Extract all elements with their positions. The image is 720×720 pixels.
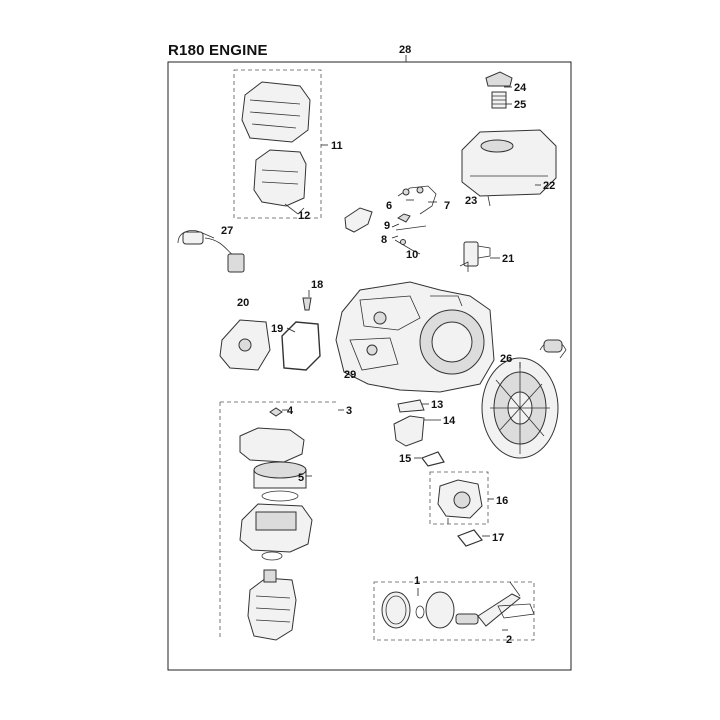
callout-5: 5 — [298, 472, 304, 484]
callout-28: 28 — [399, 44, 411, 56]
fuel-valve-part — [459, 241, 491, 272]
fuel-tank-part — [461, 71, 557, 207]
callout-18: 18 — [311, 279, 323, 291]
callout-22: 22 — [543, 180, 555, 192]
callout-19: 19 — [271, 323, 283, 335]
diagram-title: R180 ENGINE — [168, 42, 268, 59]
callout-4: 4 — [287, 405, 294, 417]
callout-1: 1 — [414, 575, 420, 587]
engine-block-part — [335, 281, 495, 393]
callout-26: 26 — [500, 353, 512, 365]
callout-15: 15 — [399, 453, 411, 465]
callout-7: 7 — [444, 200, 450, 212]
callout-14: 14 — [443, 415, 456, 427]
callout-6: 6 — [386, 200, 392, 212]
callout-25: 25 — [514, 99, 526, 111]
intake-insulator-part — [393, 399, 445, 467]
governor-linkage-part — [344, 185, 437, 255]
air-cleaner-part — [219, 401, 338, 641]
shroud-group-bracket — [233, 69, 322, 219]
callout-10: 10 — [406, 249, 418, 261]
recoil-starter-part — [481, 339, 567, 459]
callout-12: 12 — [298, 210, 310, 222]
callout-21: 21 — [502, 253, 514, 265]
callout-9: 9 — [384, 220, 390, 232]
callout-8: 8 — [381, 234, 387, 246]
callout-27: 27 — [221, 225, 233, 237]
callout-24: 24 — [514, 82, 527, 94]
diagram-frame — [167, 61, 572, 671]
valve-cover-part — [219, 297, 321, 371]
callout-17: 17 — [492, 532, 504, 544]
callout-11: 11 — [331, 140, 343, 152]
callout-13: 13 — [431, 399, 443, 411]
ignition-coil-part — [177, 230, 245, 273]
callout-20: 20 — [237, 297, 249, 309]
carburetor-part — [429, 471, 489, 547]
callout-2: 2 — [506, 634, 512, 646]
callout-16: 16 — [496, 495, 508, 507]
callout-29: 29 — [344, 369, 356, 381]
shroud-assembly-part — [233, 69, 322, 219]
callout-23: 23 — [465, 195, 477, 207]
piston-rod-part — [373, 581, 535, 641]
callout-3: 3 — [346, 405, 352, 417]
